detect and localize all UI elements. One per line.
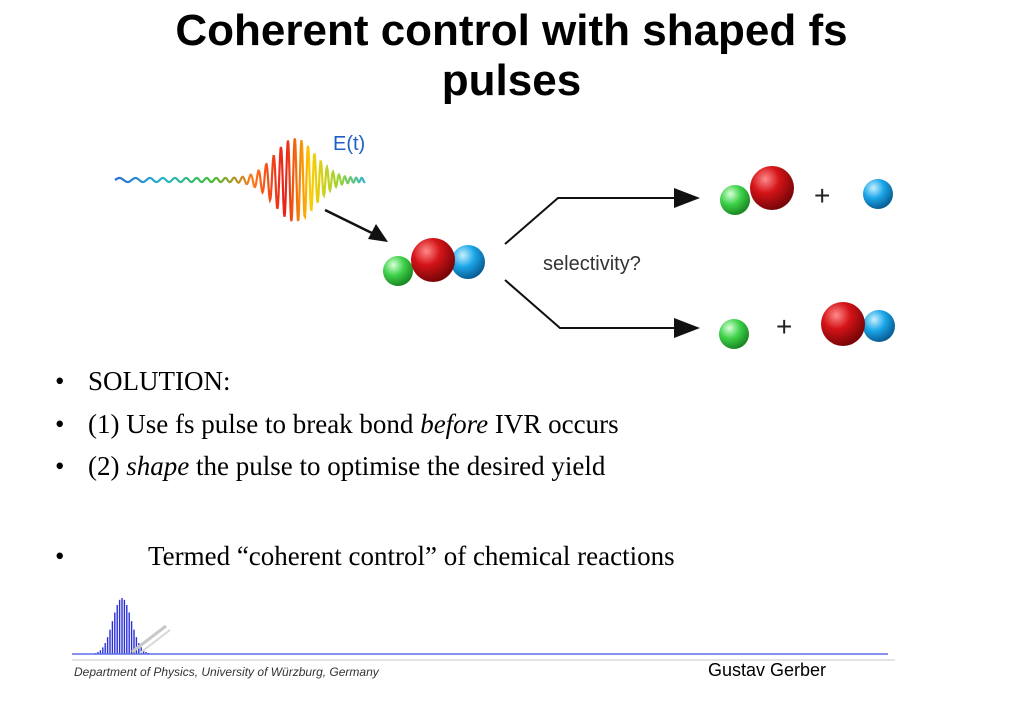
bullet-item: • (1) Use fs pulse to break bond before …: [48, 407, 948, 441]
bullet-marker: •: [55, 451, 65, 481]
field-label: E(t): [333, 133, 365, 155]
blue-atom: [863, 310, 895, 342]
laser-pulse-waveform: [114, 138, 366, 222]
bullet-text-pre: (2): [88, 451, 127, 481]
bullet-text-pre: (1) Use fs pulse to break bond: [88, 409, 421, 439]
logo-spectrum-icon: [87, 598, 157, 654]
department-logo: [72, 598, 895, 661]
title-line-1: Coherent control with shaped fs: [175, 6, 848, 55]
selectivity-label: selectivity?: [543, 253, 641, 275]
upper-products: +: [720, 166, 893, 215]
red-atom: [750, 166, 794, 210]
lower-branch-arrow: [504, 279, 700, 338]
green-atom: [719, 319, 749, 349]
upper-branch-arrow: [504, 188, 700, 245]
blue-atom: [863, 179, 893, 209]
author-name: Gustav Gerber: [708, 660, 827, 680]
bullet-item: • SOLUTION:: [48, 364, 948, 398]
green-atom: [383, 256, 413, 286]
bullet-text-post: the pulse to optimise the desired yield: [189, 451, 606, 481]
plus-sign: +: [776, 311, 792, 342]
bullet-item: • (2) shape the pulse to optimise the de…: [48, 449, 948, 483]
lower-products: +: [719, 302, 895, 349]
bullet-text: Termed “coherent control” of chemical re…: [148, 541, 675, 571]
bullet-item: • Termed “coherent control” of chemical …: [48, 539, 948, 573]
bullet-text-post: IVR occurs: [488, 409, 619, 439]
reaction-diagram: E(t) selectivity? + +: [114, 133, 895, 349]
title-line-2: pulses: [441, 56, 582, 105]
reactant-molecule: [383, 238, 485, 286]
bullet-list: • SOLUTION: • (1) Use fs pulse to break …: [48, 364, 948, 573]
bullet-marker: •: [55, 366, 65, 396]
red-atom: [411, 238, 455, 282]
slide-title: Coherent control with shaped fs pulses: [80, 6, 943, 106]
bullet-text: SOLUTION:: [88, 366, 231, 396]
red-atom: [821, 302, 865, 346]
bullet-marker: •: [55, 541, 65, 571]
bullet-text-emphasis: before: [420, 409, 489, 439]
bullet-text-emphasis: shape: [126, 451, 190, 481]
logo-swoosh-icon: [131, 624, 171, 654]
bullet-marker: •: [55, 409, 65, 439]
green-atom: [720, 185, 750, 215]
blue-atom: [451, 245, 485, 279]
department-name: Department of Physics, University of Wür…: [74, 665, 379, 679]
plus-sign: +: [814, 180, 830, 211]
pulse-arrow: [324, 208, 388, 242]
